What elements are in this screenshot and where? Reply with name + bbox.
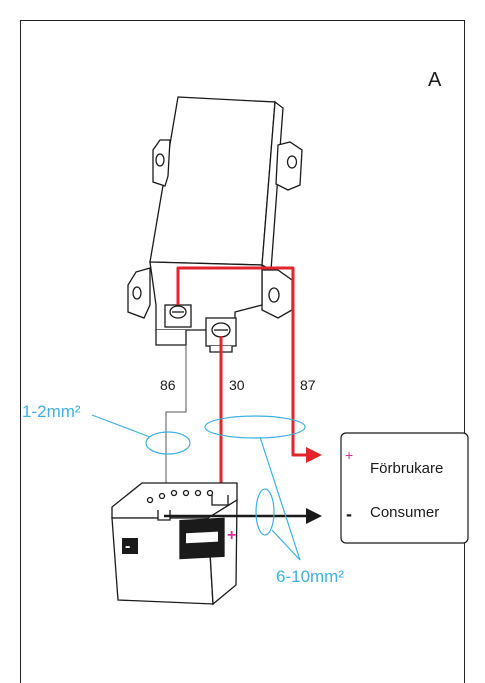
figure-label: A — [428, 69, 442, 91]
consumer-minus-sign: - — [346, 504, 352, 524]
wire-size-callouts — [91, 414, 306, 561]
relay-leg-left — [155, 330, 187, 346]
battery-cell-cap-5 — [194, 489, 202, 497]
battery-label-strip — [186, 531, 218, 544]
battery-minus-pad — [122, 538, 138, 554]
battery-cell-cap-6 — [206, 489, 214, 497]
battery-plus-terminal — [211, 495, 229, 506]
wire-size-thick-label: 6-10mm² — [276, 567, 344, 586]
callout-pointer-thick-1 — [259, 436, 301, 561]
arrow-ground-head — [306, 508, 322, 524]
consumer-plus-sign: + — [345, 447, 353, 463]
relay-top-face — [149, 96, 276, 266]
arrow-87-head — [306, 447, 322, 463]
battery-cell-cap-1 — [146, 496, 154, 504]
consumer-box — [340, 432, 469, 544]
terminal-label-86: 86 — [160, 377, 176, 393]
wire-size-thin-label: 1-2mm² — [22, 402, 81, 421]
terminal-label-87: 87 — [300, 377, 316, 393]
relay-ear-hole-bottom-left — [132, 286, 142, 300]
callout-ellipse-thin — [145, 431, 191, 455]
battery-minus-sign: - — [125, 538, 130, 555]
battery-cell-cap-3 — [170, 489, 178, 497]
relay-ear-hole-top-right — [286, 155, 298, 169]
callout-pointer-thin — [91, 414, 151, 438]
relay-ear-hole-top-left — [155, 153, 165, 167]
red-wires — [176, 266, 310, 500]
consumer-minus-label: Consumer — [370, 504, 439, 521]
relay-ear-hole-bottom-right — [268, 287, 280, 303]
diagram-frame — [20, 20, 465, 683]
battery — [111, 482, 238, 606]
battery-plus-sign: + — [227, 527, 236, 544]
battery-cell-cap-2 — [158, 492, 166, 500]
callout-ellipse-thick-top — [204, 415, 306, 439]
consumer-plus-label: Förbrukare — [370, 460, 443, 477]
terminal-label-30: 30 — [229, 377, 245, 393]
callout-pointer-thick-2 — [271, 529, 301, 561]
callout-ellipse-thick-side — [255, 488, 275, 536]
wire-86-control — [165, 345, 187, 505]
relay — [127, 96, 303, 353]
battery-cell-cap-4 — [182, 489, 190, 497]
wire-87-to-consumer — [176, 266, 310, 457]
